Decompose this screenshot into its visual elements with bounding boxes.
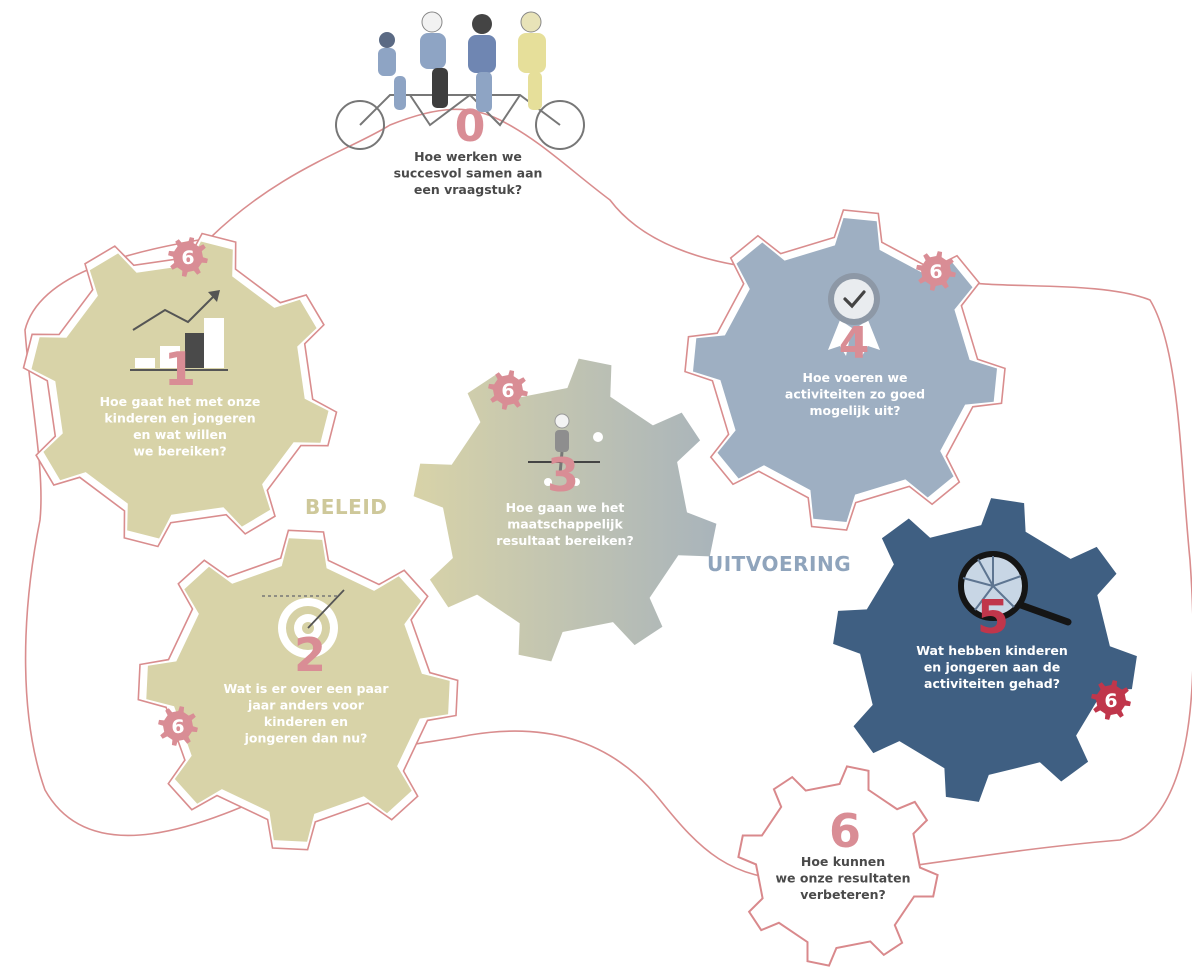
stage-6-question-line: we onze resultaten (776, 871, 911, 886)
stage-0-question-line: succesvol samen aan (394, 166, 543, 181)
stage-5-number: 5 (977, 590, 1009, 644)
stage-6-number: 6 (829, 804, 861, 858)
stage-6-question-line: verbeteren? (800, 887, 885, 902)
improve-cog-badge: 6 (488, 370, 528, 410)
stage-2-question-line: jongeren dan nu? (244, 731, 368, 746)
stage-2-question-line: kinderen en (264, 714, 348, 729)
badge-number: 6 (1104, 690, 1117, 712)
magnifying-glass-icon (958, 551, 1072, 626)
stage-1-question-line: we bereiken? (133, 444, 226, 459)
section-label-beleid: BELEID (305, 495, 387, 519)
gear-stage-6 (737, 765, 939, 967)
stage-5-question-line: en jongeren aan de (924, 660, 1060, 675)
gear-stage-3 (413, 358, 717, 662)
improve-cog-badge: 6 (1091, 680, 1131, 720)
target-arrow-icon (262, 589, 345, 658)
stage-5-question-line: Wat hebben kinderen (916, 643, 1068, 658)
gear-stage-2 (146, 538, 450, 842)
gear-stage-1 (31, 241, 329, 539)
stage-4-question-line: mogelijk uit? (810, 403, 901, 418)
stage-1-question-line: en wat willen (133, 427, 227, 442)
stage-4-number: 4 (839, 318, 870, 369)
badge-number: 6 (171, 716, 184, 738)
award-rosette-icon (828, 273, 880, 356)
badge-number: 6 (501, 380, 514, 402)
stage-5-question-line: activiteiten gehad? (924, 676, 1060, 691)
stage-2-question-line: jaar anders voor (247, 698, 365, 713)
family-tandem-bicycle-icon (335, 11, 585, 150)
improve-cog-badge: 6 (916, 251, 956, 291)
badge-number: 6 (929, 261, 942, 283)
stage-3-question-line: resultaat bereiken? (496, 533, 633, 548)
stage-2-question-line: Wat is er over een paar (223, 681, 389, 696)
stage-3-question-line: Hoe gaan we het (506, 500, 625, 515)
rising-bar-chart-icon (130, 290, 228, 371)
stage-1-question-line: Hoe gaat het met onze (100, 394, 261, 409)
stage-4-question-line: activiteiten zo goed (785, 387, 925, 402)
stage-6-question-line: Hoe kunnen (801, 854, 885, 869)
stage-0-question-line: Hoe werken we (414, 149, 522, 164)
stage-4-question-line: Hoe voeren we (802, 370, 907, 385)
gear-stage-5 (833, 498, 1137, 802)
child-on-scooter-icon (528, 413, 603, 486)
stage-3-question-line: maatschappelijk (507, 517, 623, 532)
badge-number: 6 (181, 247, 194, 269)
improve-cog-badge: 6 (168, 237, 208, 277)
section-label-uitvoering: UITVOERING (707, 552, 851, 576)
stage-3-number: 3 (547, 448, 579, 502)
gear-stage-4 (693, 218, 997, 522)
stage-0-question-line: een vraagstuk? (414, 182, 522, 197)
stage-0-number: 0 (455, 101, 486, 152)
improve-cog-badge: 6 (158, 706, 198, 746)
stage-1-question-line: kinderen en jongeren (104, 411, 255, 426)
stage-2-number: 2 (294, 628, 326, 682)
stage-1-number: 1 (164, 342, 196, 396)
